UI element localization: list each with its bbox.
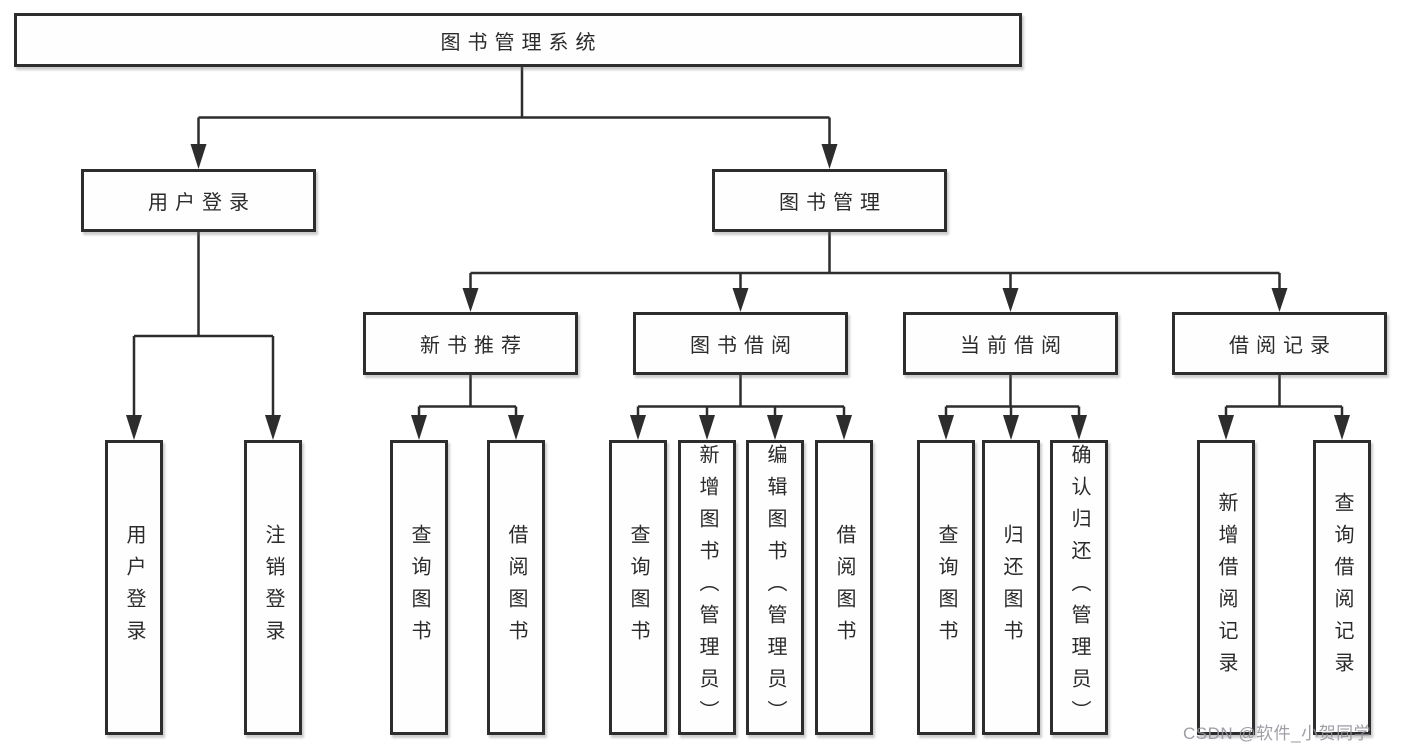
node-new-book-recommend: 新书推荐 [363,312,578,375]
edge-newrec-children [417,375,518,418]
node-book-borrowing: 图书借阅 [633,312,848,375]
node-book-management: 图书管理 [712,169,947,232]
edge-current-children [944,375,1081,418]
leaf-logout: 注销登录 [244,440,302,735]
edge-root-to-level2 [197,65,831,147]
leaf-borrow-books-under-borrowing: 借阅图书 [815,440,873,735]
leaf-query-books-under-current: 查询图书 [917,440,975,735]
leaf-edit-book-admin: 编辑图书（管理员） [746,440,804,735]
leaf-borrow-books-under-recommend: 借阅图书 [487,440,545,735]
node-current-borrowing: 当前借阅 [903,312,1118,375]
csdn-watermark: CSDN @软件_小贺同学 [1183,724,1372,743]
edge-login-children [132,232,275,418]
leaf-query-books-under-borrowing: 查询图书 [609,440,667,735]
leaf-query-books-under-recommend: 查询图书 [390,440,448,735]
leaf-user-login: 用户登录 [105,440,163,735]
arrowheads [126,144,1350,440]
leaf-query-borrow-record: 查询借阅记录 [1313,440,1371,735]
leaf-add-book-admin: 新增图书（管理员） [678,440,736,735]
leaf-add-borrow-record: 新增借阅记录 [1197,440,1255,735]
edge-borrow-children [636,375,846,418]
node-user-login: 用户登录 [81,169,316,232]
node-library-management-system: 图书管理系统 [14,13,1022,67]
node-borrow-records: 借阅记录 [1172,312,1387,375]
leaf-confirm-return-admin: 确认归还（管理员） [1050,440,1108,735]
edge-records-children [1224,375,1344,418]
edge-mgmt-to-level3 [469,232,1281,291]
leaf-return-books: 归还图书 [982,440,1040,735]
